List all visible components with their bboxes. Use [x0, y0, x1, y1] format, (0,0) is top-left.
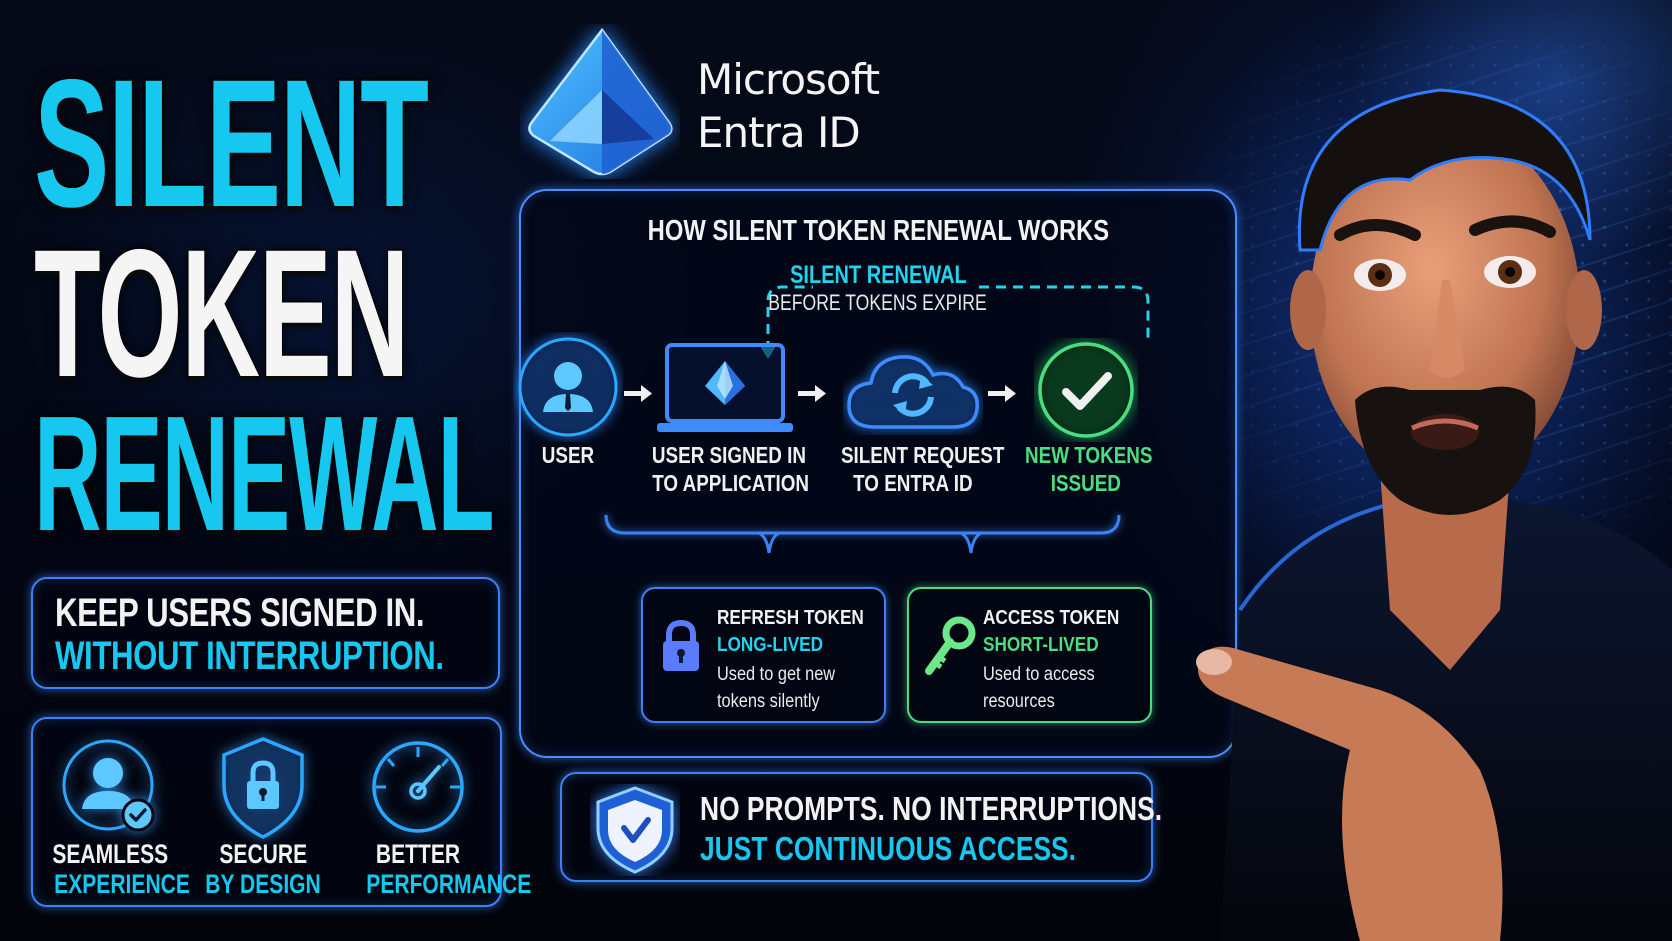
access-token-desc-1: Used to access	[983, 664, 1095, 685]
feature-secure-line1: SECURE	[219, 839, 307, 869]
feature-secure: SECURE BY DESIGN	[188, 719, 338, 909]
refresh-token-desc-2: tokens silently	[717, 691, 820, 712]
speedometer-icon	[372, 741, 464, 833]
step-new-tokens: NEW TOKENS ISSUED	[1024, 442, 1153, 496]
flow-arrows	[624, 385, 1016, 402]
access-token-title: ACCESS TOKEN	[983, 607, 1120, 629]
refresh-token-lifetime: LONG-LIVED	[717, 634, 824, 656]
feature-seamless-line2: EXPERIENCE	[54, 869, 190, 899]
access-token-card: ACCESS TOKEN SHORT-LIVED Used to access r…	[907, 587, 1152, 723]
access-token-lifetime: SHORT-LIVED	[983, 634, 1099, 656]
title-line-token: TOKEN	[33, 211, 410, 415]
refresh-token-desc-1: Used to get new	[717, 664, 836, 685]
presenter-photo	[1196, 88, 1672, 941]
loop-label: SILENT RENEWAL	[789, 261, 967, 289]
continuous-access-banner: NO PROMPTS. NO INTERRUPTIONS. JUST CONTI…	[560, 772, 1162, 882]
access-token-desc-2: resources	[983, 691, 1055, 712]
refresh-token-card: REFRESH TOKEN LONG-LIVED Used to get new…	[641, 587, 886, 723]
user-icon	[518, 337, 618, 437]
title-line-silent: SILENT	[33, 41, 430, 245]
tagline-line-2: WITHOUT INTERRUPTION.	[55, 634, 444, 678]
feature-performance: BETTER PERFORMANCE	[343, 719, 531, 909]
loop-sublabel: BEFORE TOKENS EXPIRE	[768, 290, 988, 315]
tagline-line-1: KEEP USERS SIGNED IN.	[55, 591, 425, 635]
step-silent-request: SILENT REQUEST TO ENTRA ID	[840, 442, 1005, 496]
shield-check-icon	[596, 786, 674, 874]
check-circle-icon	[1038, 342, 1134, 438]
title-line-renewal: RENEWAL	[33, 382, 495, 565]
renewal-loop-arrow	[604, 285, 1150, 554]
user-check-icon	[62, 739, 155, 832]
banner-line-1: NO PROMPTS. NO INTERRUPTIONS.	[700, 790, 1163, 827]
key-icon	[925, 616, 976, 675]
feature-seamless-line1: SEAMLESS	[52, 839, 168, 869]
banner-line-2: JUST CONTINUOUS ACCESS.	[700, 830, 1076, 867]
tagline-box: KEEP USERS SIGNED IN. WITHOUT INTERRUPTI…	[31, 577, 500, 689]
feature-seamless: SEAMLESS EXPERIENCE	[35, 719, 190, 909]
features-box: SEAMLESS EXPERIENCE SECURE BY DESIGN BET…	[31, 717, 531, 909]
refresh-token-title: REFRESH TOKEN	[717, 607, 864, 629]
padlock-icon	[663, 619, 699, 671]
feature-performance-line1: BETTER	[375, 839, 461, 869]
diagram-title: HOW SILENT TOKEN RENEWAL WORKS	[647, 215, 1109, 247]
step-user: USER	[541, 442, 595, 468]
logo-text-entra-id: Entra ID	[697, 108, 861, 157]
entra-id-pyramid-icon	[528, 27, 673, 176]
step-signed-in: USER SIGNED IN TO APPLICATION	[651, 442, 810, 496]
shield-lock-icon	[222, 737, 304, 839]
feature-secure-line2: BY DESIGN	[205, 869, 321, 899]
cloud-sync-icon	[847, 355, 979, 429]
laptop-icon	[657, 343, 793, 432]
logo-text-microsoft: Microsoft	[697, 55, 880, 104]
diagram-panel: HOW SILENT TOKEN RENEWAL WORKS SILENT RE…	[518, 189, 1237, 758]
feature-performance-line2: PERFORMANCE	[366, 869, 532, 899]
